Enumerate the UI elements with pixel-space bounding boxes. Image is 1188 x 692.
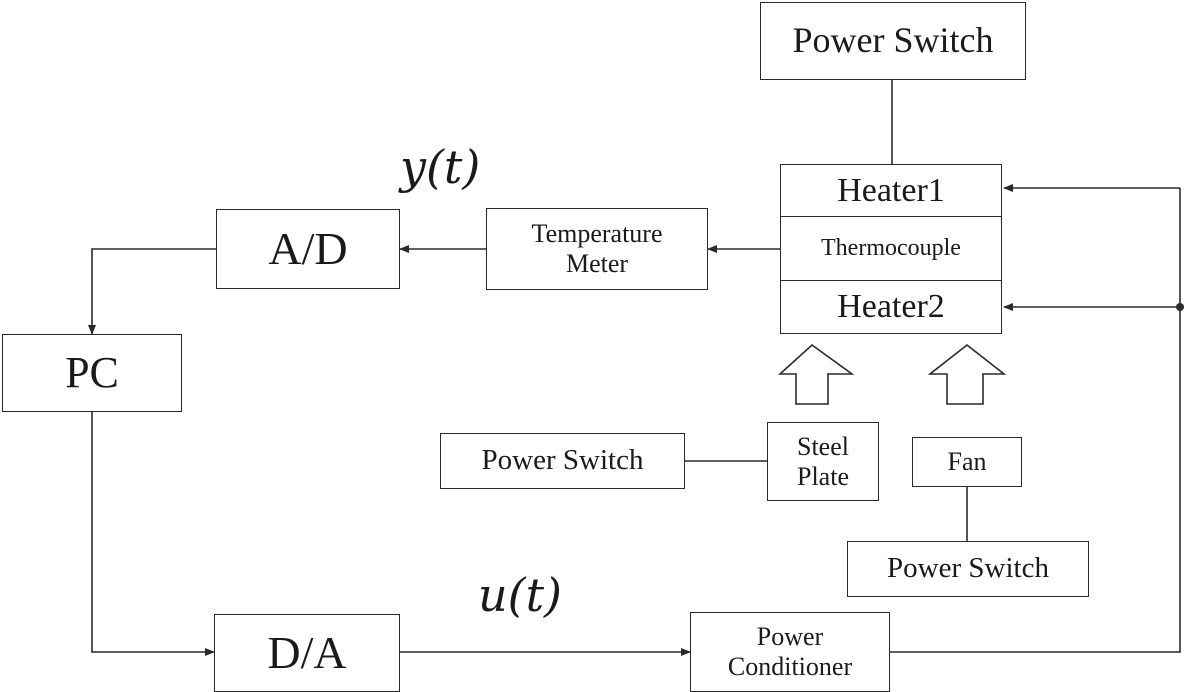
hollow-arrow-fan: [927, 343, 1007, 405]
power-conditioner-block: Power Conditioner: [690, 612, 890, 692]
heater2-label: Heater2: [837, 288, 945, 326]
heater1-label: Heater1: [837, 172, 945, 210]
fan-block: Fan: [912, 437, 1022, 487]
arrow-pc-to-da: [91, 412, 215, 656]
junction-dot: [1176, 303, 1184, 311]
pc-block: PC: [2, 334, 182, 412]
power-switch-left-block: Power Switch: [440, 433, 685, 489]
power-conditioner-label: Power Conditioner: [727, 622, 853, 681]
line-conditioner-feedback: [890, 188, 1181, 653]
steel-plate-block: Steel Plate: [767, 422, 879, 501]
heater1-block: Heater1: [780, 164, 1002, 218]
da-converter-label: D/A: [267, 626, 347, 678]
input-signal-label: u(t): [478, 568, 563, 622]
steel-plate-label: Steel Plate: [797, 431, 849, 491]
hollow-arrow-steel-plate: [777, 343, 855, 405]
temperature-meter-block: Temperature Meter: [486, 208, 708, 290]
arrow-ad-to-pc: [88, 248, 216, 335]
power-switch-top-label: Power Switch: [792, 20, 994, 61]
thermocouple-label: Thermocouple: [821, 235, 961, 262]
power-switch-bottom-label: Power Switch: [887, 552, 1049, 585]
output-signal-label: y(t): [400, 140, 481, 194]
ad-converter-label: A/D: [268, 222, 348, 274]
thermocouple-block: Thermocouple: [780, 216, 1002, 282]
ad-converter-block: A/D: [216, 209, 400, 289]
fan-label: Fan: [947, 447, 987, 477]
power-switch-bottom-block: Power Switch: [847, 541, 1089, 597]
power-switch-top-block: Power Switch: [760, 2, 1026, 80]
da-converter-block: D/A: [214, 614, 400, 692]
power-switch-left-label: Power Switch: [481, 444, 644, 477]
temperature-meter-label: Temperature Meter: [531, 219, 663, 278]
pc-label: PC: [65, 347, 119, 397]
heater2-block: Heater2: [780, 280, 1002, 334]
